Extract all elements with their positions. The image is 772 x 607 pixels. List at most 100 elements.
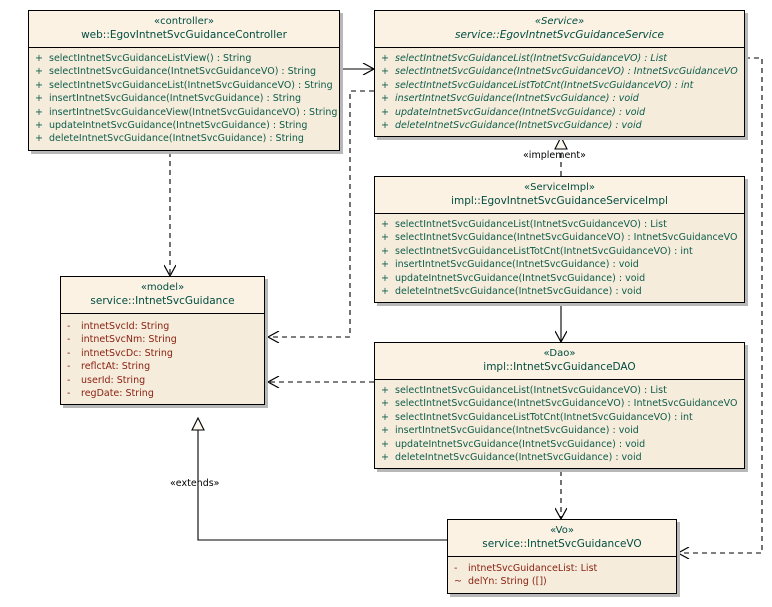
member-signature: selectIntnetSvcGuidanceListTotCnt(Intnet…	[395, 79, 694, 91]
class-header-model: «model» service::IntnetSvcGuidance	[61, 277, 264, 314]
member-signature: insertIntnetSvcGuidanceView(IntnetSvcGui…	[49, 106, 338, 118]
member-signature: insertIntnetSvcGuidance(IntnetSvcGuidanc…	[395, 259, 639, 271]
class-member: + selectIntnetSvcGuidanceList(IntnetSvcG…	[375, 384, 744, 397]
class-box-vo[interactable]: «Vo» service::IntnetSvcGuidanceVO - intn…	[447, 519, 677, 594]
visibility-marker: ~	[454, 576, 462, 588]
class-stereotype: «model»	[140, 282, 185, 293]
class-member: + selectIntnetSvcGuidance(IntnetSvcGuida…	[375, 397, 744, 410]
class-member: + selectIntnetSvcGuidanceListTotCnt(Intn…	[375, 79, 744, 92]
class-member: + selectIntnetSvcGuidanceListTotCnt(Intn…	[375, 245, 744, 258]
visibility-marker: +	[35, 93, 43, 105]
visibility-marker: +	[381, 438, 389, 450]
visibility-marker: +	[35, 133, 43, 145]
edge-label-extends: «extends»	[170, 478, 220, 489]
class-box-dao[interactable]: «Dao» impl::IntnetSvcGuidanceDAO + selec…	[374, 342, 745, 470]
class-member: + insertIntnetSvcGuidance(IntnetSvcGuida…	[375, 92, 744, 105]
class-members-service: + selectIntnetSvcGuidanceList(IntnetSvcG…	[375, 48, 744, 136]
visibility-marker: +	[381, 66, 389, 78]
class-member: - intnetSvcDc: String	[61, 347, 264, 360]
class-member: - regDate: String	[61, 387, 264, 400]
visibility-marker: +	[381, 120, 389, 132]
visibility-marker: -	[67, 347, 71, 359]
class-header-vo: «Vo» service::IntnetSvcGuidanceVO	[448, 520, 676, 557]
class-member: + selectIntnetSvcGuidanceListView() : St…	[29, 52, 339, 65]
member-signature: selectIntnetSvcGuidanceList(IntnetSvcGui…	[49, 79, 333, 91]
class-member: - intnetSvcGuidanceList: List	[448, 562, 676, 575]
member-signature: selectIntnetSvcGuidanceList(IntnetSvcGui…	[395, 385, 667, 396]
visibility-marker: +	[381, 425, 389, 437]
class-member: + deleteIntnetSvcGuidance(IntnetSvcGuida…	[375, 451, 744, 464]
edge-label-implement: «implement»	[523, 150, 586, 161]
member-signature: selectIntnetSvcGuidanceList(IntnetSvcGui…	[395, 219, 667, 230]
class-member: + insertIntnetSvcGuidance(IntnetSvcGuida…	[29, 92, 339, 105]
class-member: + selectIntnetSvcGuidanceList(IntnetSvcG…	[375, 218, 744, 231]
class-member: - intnetSvcId: String	[61, 320, 264, 333]
class-box-model[interactable]: «model» service::IntnetSvcGuidance - int…	[60, 276, 265, 406]
class-stereotype: «Vo»	[550, 525, 574, 536]
visibility-marker: +	[381, 286, 389, 298]
class-name: service::IntnetSvcGuidance	[90, 295, 235, 307]
visibility-marker: +	[381, 232, 389, 244]
member-signature: updateIntnetSvcGuidance(IntnetSvcGuidanc…	[395, 106, 646, 118]
class-members-vo: - intnetSvcGuidanceList: List ~ delYn: S…	[448, 557, 676, 593]
member-signature: selectIntnetSvcGuidanceListTotCnt(Intnet…	[395, 245, 693, 257]
member-signature: selectIntnetSvcGuidance(IntnetSvcGuidanc…	[395, 232, 738, 244]
member-signature: insertIntnetSvcGuidance(IntnetSvcGuidanc…	[49, 93, 302, 105]
visibility-marker: -	[67, 388, 71, 400]
class-box-serviceimpl[interactable]: «ServiceImpl» impl::EgovIntnetSvcGuidanc…	[374, 176, 745, 304]
class-name: impl::EgovIntnetSvcGuidanceServiceImpl	[451, 195, 668, 207]
member-signature: updateIntnetSvcGuidance(IntnetSvcGuidanc…	[395, 272, 646, 284]
class-header-dao: «Dao» impl::IntnetSvcGuidanceDAO	[375, 343, 744, 380]
class-name: service::IntnetSvcGuidanceVO	[482, 538, 642, 550]
member-signature: insertIntnetSvcGuidance(IntnetSvcGuidanc…	[395, 93, 639, 105]
visibility-marker: +	[35, 106, 43, 118]
class-name: web::EgovIntnetSvcGuidanceController	[81, 29, 287, 41]
visibility-marker: +	[381, 245, 389, 257]
visibility-marker: +	[381, 219, 389, 230]
class-box-controller[interactable]: «controller» web::EgovIntnetSvcGuidanceC…	[28, 10, 340, 151]
visibility-marker: -	[67, 374, 71, 386]
class-name: service::EgovIntnetSvcGuidanceService	[455, 29, 664, 41]
visibility-marker: +	[381, 106, 389, 118]
visibility-marker: +	[381, 93, 389, 105]
class-member: + selectIntnetSvcGuidance(IntnetSvcGuida…	[375, 65, 744, 78]
member-signature: selectIntnetSvcGuidance(IntnetSvcGuidanc…	[395, 66, 738, 78]
member-signature: intnetSvcNm: String	[81, 334, 177, 346]
class-members-controller: + selectIntnetSvcGuidanceListView() : St…	[29, 48, 339, 150]
visibility-marker: -	[67, 361, 71, 373]
member-signature: deleteIntnetSvcGuidance(IntnetSvcGuidanc…	[395, 452, 642, 464]
visibility-marker: +	[381, 385, 389, 396]
class-member: + deleteIntnetSvcGuidance(IntnetSvcGuida…	[29, 132, 339, 145]
class-members-dao: + selectIntnetSvcGuidanceList(IntnetSvcG…	[375, 380, 744, 468]
class-members-serviceimpl: + selectIntnetSvcGuidanceList(IntnetSvcG…	[375, 214, 744, 302]
member-signature: insertIntnetSvcGuidance(IntnetSvcGuidanc…	[395, 425, 639, 437]
member-signature: deleteIntnetSvcGuidance(IntnetSvcGuidanc…	[395, 120, 642, 132]
class-member: + selectIntnetSvcGuidance(IntnetSvcGuida…	[29, 65, 339, 78]
class-member: + updateIntnetSvcGuidance(IntnetSvcGuida…	[375, 272, 744, 285]
visibility-marker: -	[454, 563, 458, 574]
member-signature: updateIntnetSvcGuidance(IntnetSvcGuidanc…	[395, 438, 646, 450]
visibility-marker: +	[35, 53, 43, 64]
member-signature: deleteIntnetSvcGuidance(IntnetSvcGuidanc…	[49, 133, 304, 145]
class-member: + selectIntnetSvcGuidance(IntnetSvcGuida…	[375, 231, 744, 244]
member-signature: selectIntnetSvcGuidanceListView() : Stri…	[49, 53, 252, 64]
visibility-marker: +	[381, 272, 389, 284]
class-member: - userId: String	[61, 374, 264, 387]
member-signature: delYn: String ([])	[468, 576, 547, 588]
class-box-service[interactable]: «Service» service::EgovIntnetSvcGuidance…	[374, 10, 745, 138]
member-signature: selectIntnetSvcGuidanceListTotCnt(Intnet…	[395, 411, 693, 423]
class-member: + deleteIntnetSvcGuidance(IntnetSvcGuida…	[375, 285, 744, 298]
class-member: - intnetSvcNm: String	[61, 333, 264, 346]
class-member: ~ delYn: String ([])	[448, 575, 676, 588]
member-signature: regDate: String	[81, 388, 154, 400]
member-signature: updateIntnetSvcGuidance(IntnetSvcGuidanc…	[49, 120, 308, 132]
member-signature: intnetSvcGuidanceList: List	[468, 563, 598, 574]
visibility-marker: +	[35, 79, 43, 91]
member-signature: selectIntnetSvcGuidanceList(IntnetSvcGui…	[395, 53, 668, 64]
class-member: + insertIntnetSvcGuidanceView(IntnetSvcG…	[29, 106, 339, 119]
class-member: + selectIntnetSvcGuidanceListTotCnt(Intn…	[375, 411, 744, 424]
member-signature: deleteIntnetSvcGuidance(IntnetSvcGuidanc…	[395, 286, 642, 298]
visibility-marker: +	[35, 120, 43, 132]
class-member: + insertIntnetSvcGuidance(IntnetSvcGuida…	[375, 424, 744, 437]
